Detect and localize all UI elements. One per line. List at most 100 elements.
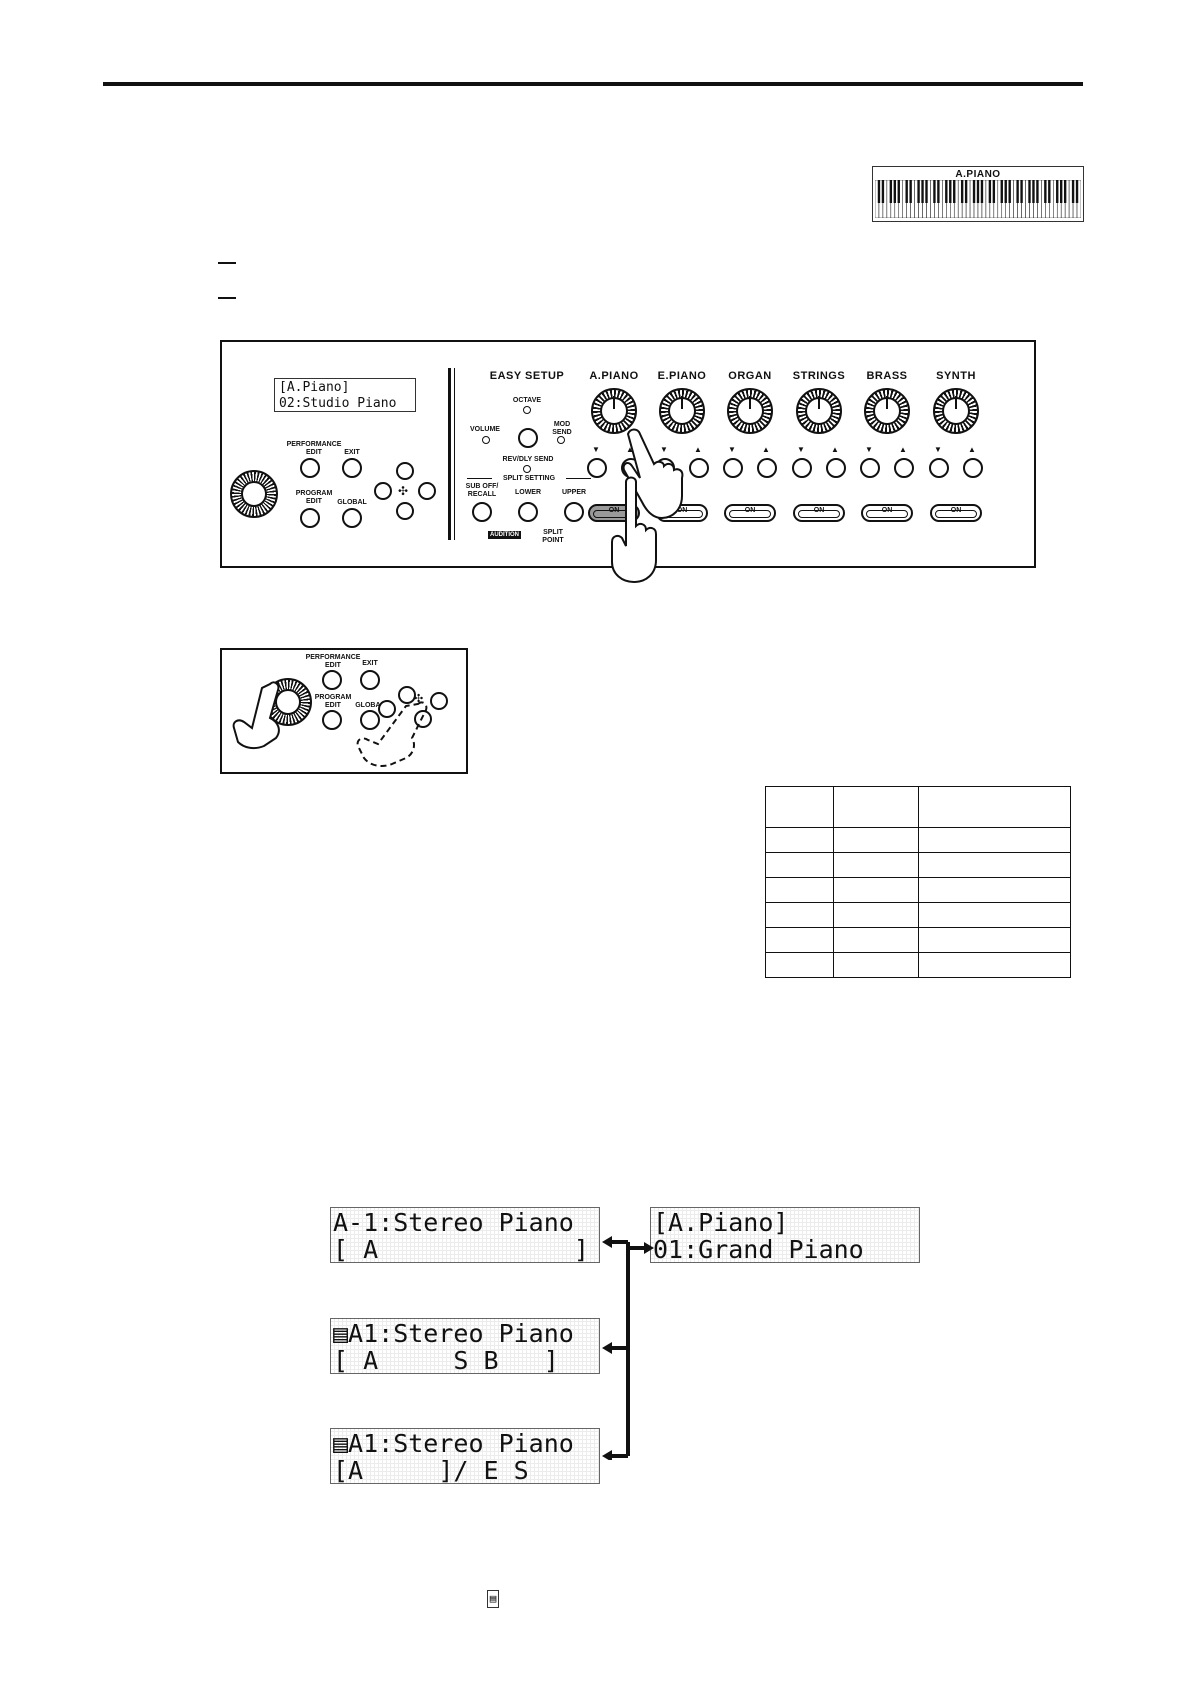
table-cell: [833, 927, 919, 953]
cursor-down-button[interactable]: [396, 502, 414, 520]
octave-led: [523, 406, 531, 414]
lower-label: LOWER: [514, 489, 542, 496]
table-cell: [833, 786, 919, 828]
easy-setup-title: EASY SETUP: [489, 370, 565, 382]
detail-cursor-left-button[interactable]: [378, 700, 396, 718]
table-cell: [918, 827, 1071, 853]
keyboard-thumbnail: A.PIANO: [872, 166, 1084, 222]
display-line-1: ▤A1:Stereo Piano: [333, 1319, 574, 1348]
panel-divider: [448, 368, 451, 540]
black-key: [1032, 180, 1035, 203]
detail-exit-label: EXIT: [362, 660, 378, 667]
sub-off-recall-label: SUB OFF/ RECALL: [465, 483, 499, 498]
detail-cursor-down-button[interactable]: [414, 710, 432, 728]
upper-button[interactable]: [564, 502, 584, 522]
variation-up-button-strings[interactable]: [826, 458, 846, 478]
global-button[interactable]: [342, 508, 362, 528]
detail-global-button[interactable]: [360, 710, 380, 730]
black-key: [964, 180, 968, 203]
list-marker-2: [218, 297, 236, 299]
front-panel-illustration: [A.Piano] 02:Studio Piano PERFORMANCE ED…: [220, 340, 1036, 584]
detail-cursor-arrows-icon: ✣: [414, 693, 424, 705]
variation-down-button-a-piano[interactable]: [587, 458, 607, 478]
display-line-2: [A_____]/_E_S__: [333, 1456, 559, 1484]
volume-knob-synth[interactable]: [933, 388, 979, 434]
octave-label: OCTAVE: [512, 397, 542, 404]
table-cell: [918, 852, 1071, 878]
black-key: [1048, 180, 1051, 203]
black-key: [1075, 180, 1079, 203]
display-line-2: [ A _ _ S B _ ]: [333, 1346, 559, 1374]
cursor-hand-outline-icon: [356, 701, 428, 767]
variation-down-button-organ[interactable]: [723, 458, 743, 478]
variation-up-button-synth[interactable]: [963, 458, 983, 478]
keyboard-keys-icon: [875, 180, 1081, 218]
performance-edit-button[interactable]: [300, 458, 320, 478]
variation-down-button-strings[interactable]: [792, 458, 812, 478]
variation-down-button-brass[interactable]: [860, 458, 880, 478]
up-triangle-icon: ▲: [899, 445, 907, 454]
volume-knob-brass[interactable]: [864, 388, 910, 434]
split-setting-label: SPLIT SETTING: [492, 475, 566, 483]
table-cell: [833, 852, 919, 878]
cursor-left-button[interactable]: [374, 482, 392, 500]
table-cell: [918, 877, 1071, 903]
down-triangle-icon: ▼: [592, 445, 600, 454]
up-triangle-icon: ▲: [694, 445, 702, 454]
volume-knob-organ[interactable]: [727, 388, 773, 434]
easy-setup-select-button[interactable]: [518, 428, 538, 448]
on-button-inner: [866, 510, 908, 518]
on-button-synth[interactable]: ON: [930, 504, 982, 522]
blank-table: [765, 786, 1071, 978]
lower-button[interactable]: [518, 502, 538, 522]
black-key: [921, 180, 924, 203]
panel-divider-thin: [454, 368, 455, 540]
table-cell: [918, 952, 1071, 978]
section-title-synth: SYNTH: [936, 370, 976, 382]
volume-knob-strings[interactable]: [796, 388, 842, 434]
display-line-1: [A.Piano]: [653, 1208, 789, 1237]
black-key: [988, 180, 992, 203]
black-key: [881, 180, 885, 203]
on-button-brass[interactable]: ON: [861, 504, 913, 522]
black-key: [1016, 180, 1019, 203]
up-triangle-icon: ▲: [968, 445, 976, 454]
detail-program-edit-label: PROGRAM EDIT: [314, 694, 352, 709]
detail-exit-button[interactable]: [360, 670, 380, 690]
black-key: [960, 180, 964, 203]
black-key: [953, 180, 956, 203]
cursor-right-button[interactable]: [418, 482, 436, 500]
detail-cursor-up-button[interactable]: [398, 686, 416, 704]
table-cell: [765, 927, 834, 953]
down-triangle-icon: ▼: [660, 445, 668, 454]
table-cell: [765, 902, 834, 928]
value-dial[interactable]: [230, 470, 278, 518]
detail-cursor-right-button[interactable]: [430, 692, 448, 710]
display-line-2: 01:Grand Piano: [653, 1235, 864, 1263]
variation-up-button-brass[interactable]: [894, 458, 914, 478]
split-layer-icon: ▤: [487, 1590, 499, 1608]
knob-indicator: [749, 396, 751, 409]
table-cell: [918, 786, 1071, 828]
exit-label: EXIT: [344, 449, 360, 456]
variation-down-button-synth[interactable]: [929, 458, 949, 478]
table-cell: [918, 927, 1071, 953]
detail-performance-edit-button[interactable]: [322, 670, 342, 690]
black-key: [893, 180, 896, 203]
mod-send-label: MOD SEND: [552, 421, 572, 436]
keyboard-label: A.PIANO: [955, 169, 1001, 180]
program-edit-button[interactable]: [300, 508, 320, 528]
variation-up-button-e-piano[interactable]: [689, 458, 709, 478]
on-button-strings[interactable]: ON: [793, 504, 845, 522]
cursor-up-button[interactable]: [396, 462, 414, 480]
black-key: [992, 180, 996, 203]
black-key: [1036, 180, 1039, 203]
variation-up-button-organ[interactable]: [757, 458, 777, 478]
table-cell: [765, 952, 834, 978]
sub-off-recall-button[interactable]: [472, 502, 492, 522]
on-button-organ[interactable]: ON: [724, 504, 776, 522]
exit-button[interactable]: [342, 458, 362, 478]
down-triangle-icon: ▼: [865, 445, 873, 454]
black-key: [1004, 180, 1007, 203]
detail-program-edit-button[interactable]: [322, 710, 342, 730]
